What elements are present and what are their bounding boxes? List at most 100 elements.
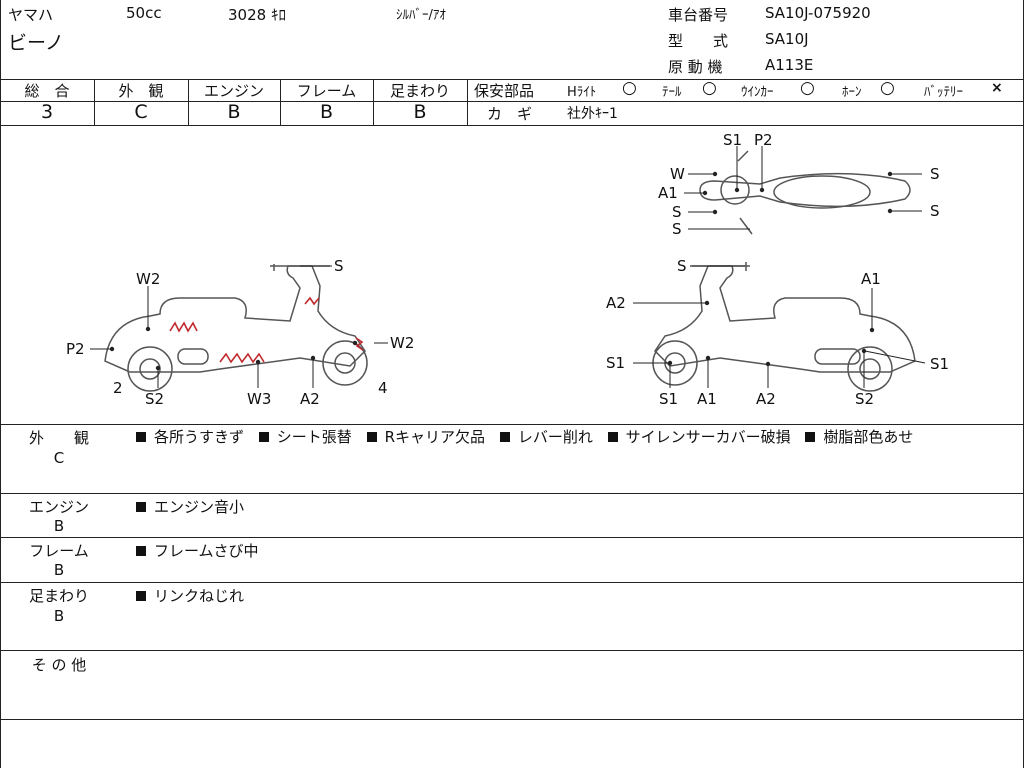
grade-divider: [373, 79, 374, 125]
engine-value: A113E: [765, 56, 814, 74]
bullet-icon: [136, 591, 146, 601]
diagram-label: 2: [113, 379, 123, 397]
safety-label: 保安部品: [474, 82, 535, 100]
suspension-grade-label: 足まわり: [389, 82, 450, 100]
left-labels: S W2 W2 P2 2 S2 W3 A2 4: [66, 257, 414, 408]
overall-value: 3: [40, 101, 54, 123]
bullet-icon: [366, 432, 377, 442]
notes-bottom: [0, 719, 1024, 720]
bullet-icon: [607, 432, 618, 442]
note-suspension-label: 足まわり: [28, 587, 89, 605]
displacement: 50cc: [126, 4, 162, 22]
maker: ヤマハ: [8, 6, 54, 24]
grade-table-bottom: [0, 125, 1024, 126]
engine-label: 原 動 機: [668, 58, 723, 76]
right-labels: S A1 A2 S1 S1 S1 A1 A2 S2: [606, 257, 949, 408]
battery-mark: ×: [991, 80, 1003, 96]
frame-no: SA10J-075920: [765, 4, 871, 22]
bullet-icon: [136, 502, 146, 512]
frame-grade-label: フレーム: [296, 82, 357, 100]
tail-mark: ○: [702, 78, 717, 98]
frame-no-label: 車台番号: [668, 6, 729, 24]
notes-top: [0, 424, 1024, 425]
diagram-label: A1: [697, 390, 717, 408]
note-other-label: そ の 他: [31, 656, 87, 674]
headlight-label: Hﾗｲﾄ: [567, 85, 597, 100]
note-exterior-grade: C: [53, 449, 65, 467]
note-frame-text: フレームさび中: [136, 540, 259, 561]
diagram-label: W: [670, 165, 685, 183]
diagram-label: A2: [756, 390, 776, 408]
note-engine-text: エンジン音小: [136, 496, 244, 517]
note-item: 各所うすきず: [154, 428, 245, 446]
headlight-mark: ○: [622, 78, 637, 98]
note-exterior-text: 各所うすきず シート張替 Rキャリア欠品 レバー削れ サイレンサーカバー破損 樹…: [136, 426, 1016, 448]
leader-lines: [90, 146, 926, 388]
diagram-label: S: [677, 257, 687, 275]
diagram-label: P2: [754, 131, 773, 149]
diagram-label: A1: [861, 270, 881, 288]
tail-label: ﾃｰﾙ: [662, 85, 682, 100]
notes-divider: [0, 582, 1024, 583]
notes-divider: [0, 493, 1024, 494]
horn-label: ﾎｰﾝ: [842, 85, 862, 100]
grade-divider: [280, 79, 281, 125]
key-value: 社外ｷｰ1: [567, 106, 618, 122]
notes-divider: [0, 650, 1024, 651]
mileage: 3028 ｷﾛ: [228, 6, 286, 24]
note-suspension-grade: B: [53, 607, 65, 625]
bullet-icon: [805, 432, 816, 442]
note-item: リンクねじれ: [154, 587, 245, 605]
exterior-value: C: [134, 101, 148, 123]
diagram-label: S2: [145, 390, 164, 408]
note-engine-grade: B: [53, 517, 65, 535]
horn-mark: ○: [880, 78, 895, 98]
bullet-icon: [136, 432, 146, 442]
bullet-icon: [258, 432, 269, 442]
note-engine-label: エンジン: [28, 498, 89, 516]
color: ｼﾙﾊﾞｰ/ｱｵ: [396, 8, 446, 23]
bullet-icon: [136, 546, 146, 556]
winker-mark: ○: [800, 78, 815, 98]
note-item: フレームさび中: [154, 542, 259, 560]
key-label: カ ギ: [487, 105, 533, 123]
note-item: レバー削れ: [517, 428, 593, 446]
engine-grade-label: エンジン: [203, 82, 264, 100]
diagram-label: A2: [606, 294, 626, 312]
grade-divider: [188, 79, 189, 125]
note-item: エンジン音小: [154, 498, 245, 516]
diagram-label: W2: [390, 334, 414, 352]
diagram-label: P2: [66, 340, 85, 358]
notes-divider: [0, 537, 1024, 538]
type-value: SA10J: [765, 30, 809, 48]
damage-diagram: S W2 W2 P2 2 S2 W3 A2 4 S1 P2 W A1 S S S…: [66, 131, 949, 408]
diagram-label: S: [334, 257, 344, 275]
note-item: サイレンサーカバー破損: [625, 428, 791, 446]
battery-label: ﾊﾞｯﾃﾘｰ: [924, 85, 963, 100]
note-item: Rキャリア欠品: [384, 428, 486, 446]
diagram-label: A2: [300, 390, 320, 408]
top-labels: S1 P2 W A1 S S S S: [658, 131, 940, 238]
diagram-label: W3: [247, 390, 271, 408]
frame-left-border: [0, 0, 1, 768]
note-item: シート張替: [276, 428, 352, 446]
diagram-label: S1: [659, 390, 678, 408]
engine-grade-value: B: [227, 101, 241, 123]
model-name: ビーノ: [8, 32, 64, 54]
overall-label: 総 合: [24, 82, 70, 100]
damage-marks: [169, 296, 364, 364]
diagram-label: S: [672, 220, 682, 238]
diagram-label: S: [672, 203, 682, 221]
note-frame-label: フレーム: [29, 542, 89, 560]
grade-table-top: [0, 79, 1024, 80]
note-frame-grade: B: [53, 561, 65, 579]
bullet-icon: [499, 432, 510, 442]
grade-table-mid: [0, 101, 467, 102]
top-scooter-outline: [699, 150, 911, 235]
frame-grade-value: B: [319, 101, 334, 123]
diagram-label: W2: [136, 270, 160, 288]
safety-divider: [467, 101, 1024, 102]
grade-divider: [94, 79, 95, 125]
diagram-label: S2: [855, 390, 874, 408]
diagram-label: S1: [930, 355, 949, 373]
